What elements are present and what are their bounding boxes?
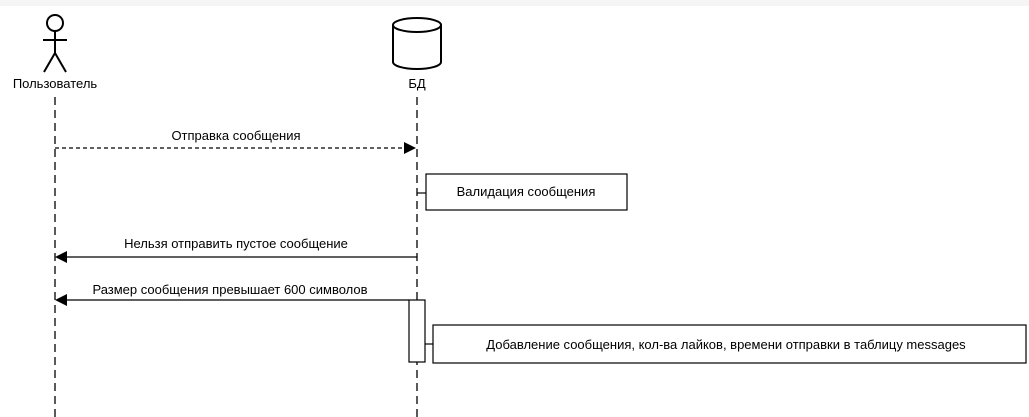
actor-icon	[43, 14, 67, 73]
validation-note-label: Валидация сообщения	[457, 184, 596, 199]
message-size-arrow	[55, 294, 409, 306]
message-empty-label: Нельзя отправить пустое сообщение	[124, 236, 348, 251]
message-send-label: Отправка сообщения	[171, 128, 300, 143]
insert-note-label: Добавление сообщения, кол-ва лайков, вре…	[486, 337, 966, 352]
database-icon	[392, 17, 442, 70]
message-send-arrow	[55, 142, 416, 154]
db-activation-bar	[408, 299, 426, 363]
insert-note-box	[432, 324, 1027, 364]
message-empty-arrow	[55, 251, 417, 263]
participant-user-label: Пользователь	[13, 76, 98, 91]
message-size-label: Размер сообщения превышает 600 символов	[92, 282, 367, 297]
participant-db-label: БД	[408, 76, 426, 91]
validation-note-box	[425, 173, 628, 211]
